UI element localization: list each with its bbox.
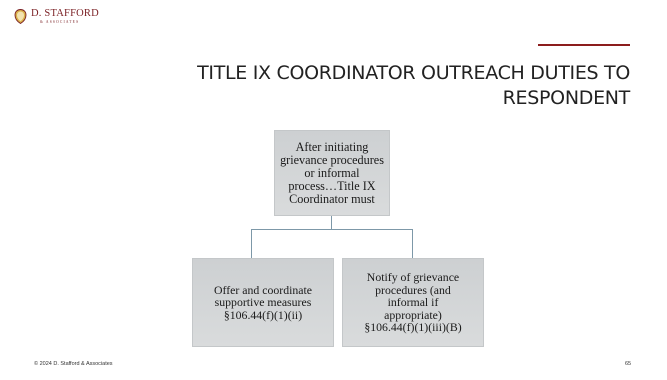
- diagram-box-top: After initiating grievance procedures or…: [274, 130, 390, 216]
- box-top-line: process…Title IX: [288, 178, 376, 193]
- logo-name: D. STAFFORD: [31, 8, 99, 19]
- box-left-line: §106.44(f)(1)(ii): [223, 307, 303, 322]
- diagram-box-left: Offer and coordinate supportive measures…: [192, 258, 334, 347]
- shield-logo-icon: [14, 9, 27, 24]
- box-right-line: appropriate): [384, 307, 442, 322]
- slide-title-line-2: RESPONDENT: [502, 87, 631, 109]
- box-top-line: Coordinator must: [289, 191, 375, 206]
- accent-line: [538, 44, 630, 46]
- box-top-line: grievance procedures: [280, 152, 384, 167]
- page-number: 65: [625, 361, 632, 367]
- connector-line: [412, 229, 413, 258]
- box-right-line: Notify of grievance: [366, 270, 460, 285]
- box-top-line: After initiating: [295, 139, 369, 154]
- box-left-line: Offer and coordinate: [213, 282, 313, 297]
- box-top-line: or informal: [304, 165, 360, 180]
- slide-title: TITLE IX COORDINATOR OUTREACH DUTIES TO …: [130, 61, 630, 111]
- footer-copyright: © 2024 D. Stafford & Associates: [34, 361, 113, 367]
- logo: D. STAFFORD & ASSOCIATES: [14, 8, 99, 24]
- box-right-line: §106.44(f)(1)(iii)(B): [364, 320, 462, 335]
- diagram-box-right: Notify of grievance procedures (and info…: [342, 258, 484, 347]
- box-right-line: procedures (and: [375, 282, 451, 297]
- connector-line: [251, 229, 252, 258]
- box-right-line: informal if: [387, 295, 439, 310]
- logo-subtitle: & ASSOCIATES: [40, 19, 80, 24]
- box-left-line: supportive measures: [214, 295, 312, 310]
- connector-line: [331, 216, 332, 229]
- connector-line: [251, 229, 413, 230]
- slide-title-line-1: TITLE IX COORDINATOR OUTREACH DUTIES TO: [197, 62, 630, 84]
